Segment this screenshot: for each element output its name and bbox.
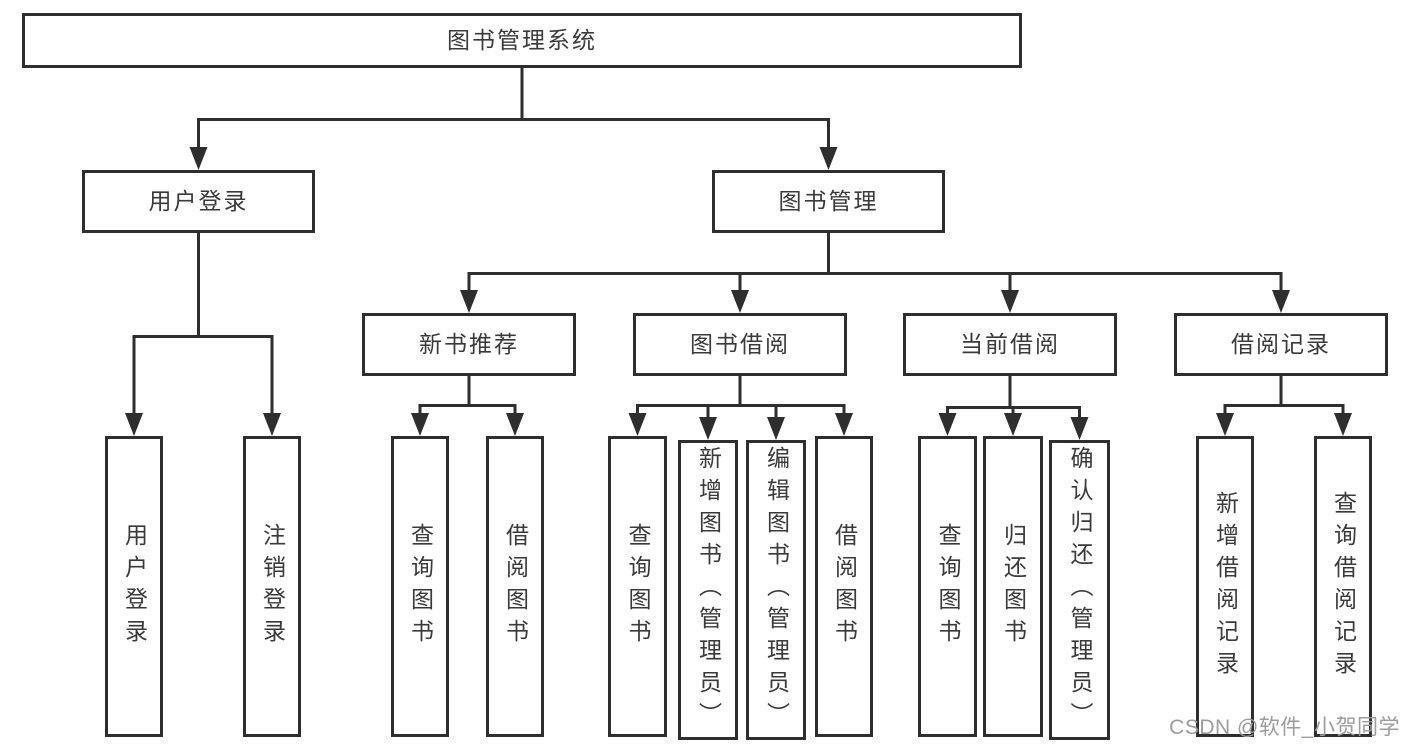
watermark: CSDN @软件_小贺同学 (1169, 716, 1400, 739)
node-current-borrow-label: 当前借阅 (960, 331, 1060, 357)
node-leaf-bb-borrow-book: 借阅图书 (815, 436, 873, 737)
node-leaf-cb-confirm-return: 确认归还（管理员） (1049, 440, 1110, 740)
connector-book-mgmt-to-level3 (460, 233, 1290, 313)
node-leaf-bb-borrow-book-label: 借阅图书 (831, 522, 858, 651)
connector-book-borrow-to-leaves (628, 376, 853, 440)
connector-new-book-to-leaves (411, 376, 524, 436)
node-leaf-rec-query-book: 查询图书 (391, 436, 449, 737)
node-leaf-bb-add-book-label: 新增图书（管理员） (695, 446, 722, 734)
node-new-book-rec-label: 新书推荐 (419, 331, 519, 357)
node-leaf-bb-add-book: 新增图书（管理员） (678, 440, 738, 740)
node-leaf-br-query-record: 查询借阅记录 (1314, 436, 1372, 737)
node-leaf-br-query-record-label: 查询借阅记录 (1330, 490, 1357, 683)
connector-user-login-to-leaves (125, 233, 281, 436)
node-user-login: 用户登录 (82, 170, 315, 233)
node-leaf-rec-query-book-label: 查询图书 (407, 522, 434, 651)
connector-current-borrow-to-leaves (938, 376, 1089, 440)
node-root-label: 图书管理系统 (447, 27, 597, 53)
node-current-borrow: 当前借阅 (903, 313, 1117, 376)
node-leaf-cb-query-book-label: 查询图书 (935, 522, 961, 651)
node-root: 图书管理系统 (22, 13, 1022, 68)
node-leaf-bb-edit-book-label: 编辑图书（管理员） (763, 446, 790, 734)
connector-borrow-record-to-leaves (1216, 376, 1352, 436)
node-leaf-user-login: 用户登录 (105, 436, 163, 737)
node-leaf-cb-return-book: 归还图书 (983, 436, 1043, 737)
node-leaf-br-add-record-label: 新增借阅记录 (1212, 490, 1239, 683)
node-leaf-rec-borrow-book: 借阅图书 (486, 436, 544, 737)
node-leaf-bb-query-book: 查询图书 (608, 436, 667, 737)
node-user-login-label: 用户登录 (148, 188, 249, 214)
node-leaf-rec-borrow-book-label: 借阅图书 (502, 522, 529, 651)
node-book-borrow: 图书借阅 (633, 313, 847, 376)
node-book-mgmt: 图书管理 (712, 170, 945, 233)
node-new-book-rec: 新书推荐 (362, 313, 576, 376)
node-book-mgmt-label: 图书管理 (778, 188, 879, 214)
node-leaf-cb-confirm-return-label: 确认归还（管理员） (1067, 446, 1093, 734)
node-borrow-record-label: 借阅记录 (1231, 331, 1331, 357)
node-leaf-logout-label: 注销登录 (259, 522, 286, 651)
connector-root-to-level2 (189, 68, 838, 170)
node-leaf-user-login-label: 用户登录 (121, 522, 148, 651)
node-leaf-bb-query-book-label: 查询图书 (625, 522, 651, 651)
node-book-borrow-label: 图书借阅 (690, 331, 790, 357)
node-leaf-logout: 注销登录 (243, 436, 301, 737)
node-borrow-record: 借阅记录 (1174, 313, 1388, 376)
node-leaf-bb-edit-book: 编辑图书（管理员） (746, 440, 806, 740)
node-leaf-cb-return-book-label: 归还图书 (1000, 522, 1027, 651)
node-leaf-cb-query-book: 查询图书 (918, 436, 977, 737)
node-leaf-br-add-record: 新增借阅记录 (1196, 436, 1254, 737)
